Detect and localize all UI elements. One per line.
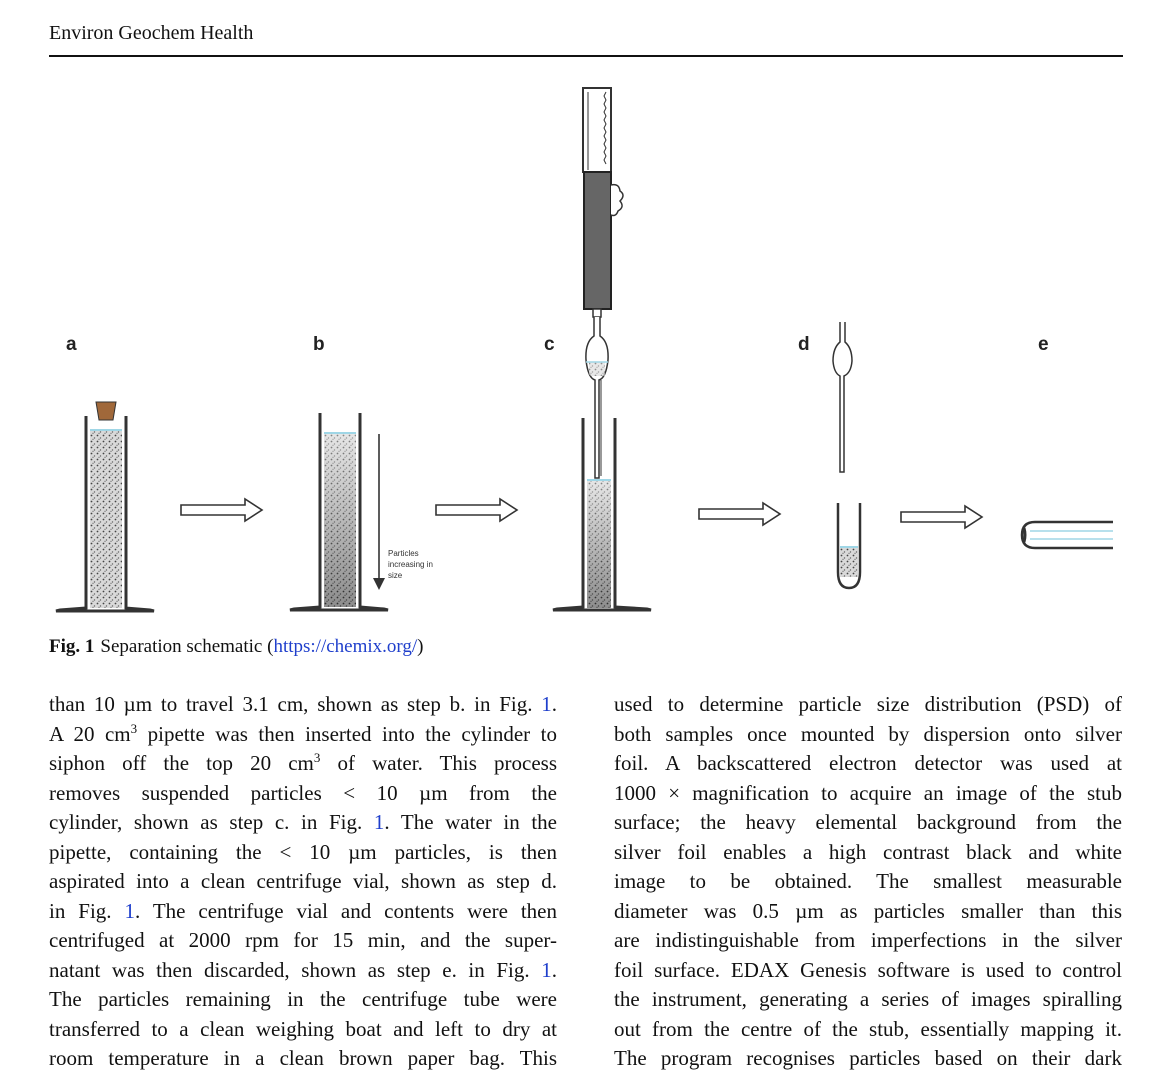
paragraph-line: surface; the heavy elemental background … <box>614 810 1122 834</box>
journal-header: Environ Geochem Health <box>49 22 254 44</box>
figure-label: Fig. 1 <box>49 636 95 657</box>
paragraph-line: natant was then discarded, shown as step… <box>49 957 557 982</box>
arrow-c-to-d <box>698 501 782 527</box>
panel-label-b: b <box>313 334 325 355</box>
paragraph-line: the instrument, generating a series of i… <box>614 987 1122 1011</box>
paragraph-line: room temperature in a clean brown paper … <box>49 1046 557 1070</box>
header-rule <box>49 55 1123 57</box>
cylinder-b <box>289 413 389 612</box>
paragraph-line: foil. A backscattered electron detector … <box>614 751 1122 775</box>
settling-annotation-line3: size <box>388 571 403 580</box>
paragraph-line: cylinder, shown as step c. in Fig. 1. Th… <box>49 810 557 834</box>
figure-ref-link[interactable]: 1 <box>541 957 552 982</box>
paragraph-line: removes suspended particles < 10 µm from… <box>49 780 557 805</box>
centrifuge-tube-e <box>1020 520 1113 550</box>
chemix-link[interactable]: https://chemix.org/ <box>273 636 418 657</box>
arrow-d-to-e <box>900 504 984 530</box>
panel-label-d: d <box>798 334 810 355</box>
paragraph-line: centrifuged at 2000 rpm for 15 min, and … <box>49 928 557 952</box>
paragraph-line: both samples once mounted by dispersion … <box>614 721 1122 746</box>
paragraph-line: used to determine particle size distribu… <box>614 692 1122 716</box>
panel-label-e: e <box>1038 334 1049 355</box>
paragraph-line: siphon off the top 20 cm3 of water. This… <box>49 750 557 775</box>
paragraph-line: The particles remaining in the centrifug… <box>49 987 557 1011</box>
body-column-right: used to determine particle size distribu… <box>614 690 1122 1074</box>
paragraph-line: A 20 cm3 pipette was then inserted into … <box>49 720 557 746</box>
settling-arrow <box>373 434 385 590</box>
panel-label-c: c <box>544 334 555 355</box>
paragraph-line: transferred to a clean weighing boat and… <box>49 1016 557 1041</box>
pipette-siphon-c <box>552 87 652 612</box>
separation-schematic-figure: a b c d e Particles increasing in size <box>55 87 1113 613</box>
caption-text: Separation schematic ( <box>100 636 274 657</box>
centrifuge-vial-d <box>832 322 862 590</box>
settling-annotation-line2: increasing in <box>388 560 433 569</box>
paragraph-line: silver foil enables a high contrast blac… <box>614 839 1122 864</box>
paragraph-line: pipette, containing the < 10 µm particle… <box>49 839 557 864</box>
figure-ref-link[interactable]: 1 <box>541 692 552 716</box>
caption-close: ) <box>417 636 424 657</box>
settling-annotation-line1: Particles <box>388 549 419 558</box>
figure-ref-link[interactable]: 1 <box>373 810 385 834</box>
paragraph-line: than 10 µm to travel 3.1 cm, shown as st… <box>49 692 557 716</box>
paragraph-line: in Fig. 1. The centrifuge vial and conte… <box>49 898 557 923</box>
paragraph-line: foil surface. EDAX Genesis software is u… <box>614 957 1122 982</box>
paragraph-line: are indistinguishable from imperfections… <box>614 928 1122 952</box>
cylinder-a <box>55 401 155 613</box>
arrow-a-to-b <box>180 497 264 523</box>
arrow-b-to-c <box>435 497 519 523</box>
paragraph-line: image to be obtained. The smallest measu… <box>614 869 1122 893</box>
body-column-left: than 10 µm to travel 3.1 cm, shown as st… <box>49 690 557 1074</box>
paragraph-line: diameter was 0.5 µm as particles smaller… <box>614 898 1122 923</box>
paragraph-line: aspirated into a clean centrifuge vial, … <box>49 869 557 893</box>
figure-ref-link[interactable]: 1 <box>124 898 136 923</box>
paragraph-line: out from the centre of the stub, essenti… <box>614 1016 1122 1041</box>
panel-label-a: a <box>66 334 77 355</box>
paragraph-line: The program recognises particles based o… <box>614 1046 1122 1070</box>
paragraph-line: 1000 × magnification to acquire an image… <box>614 780 1122 805</box>
